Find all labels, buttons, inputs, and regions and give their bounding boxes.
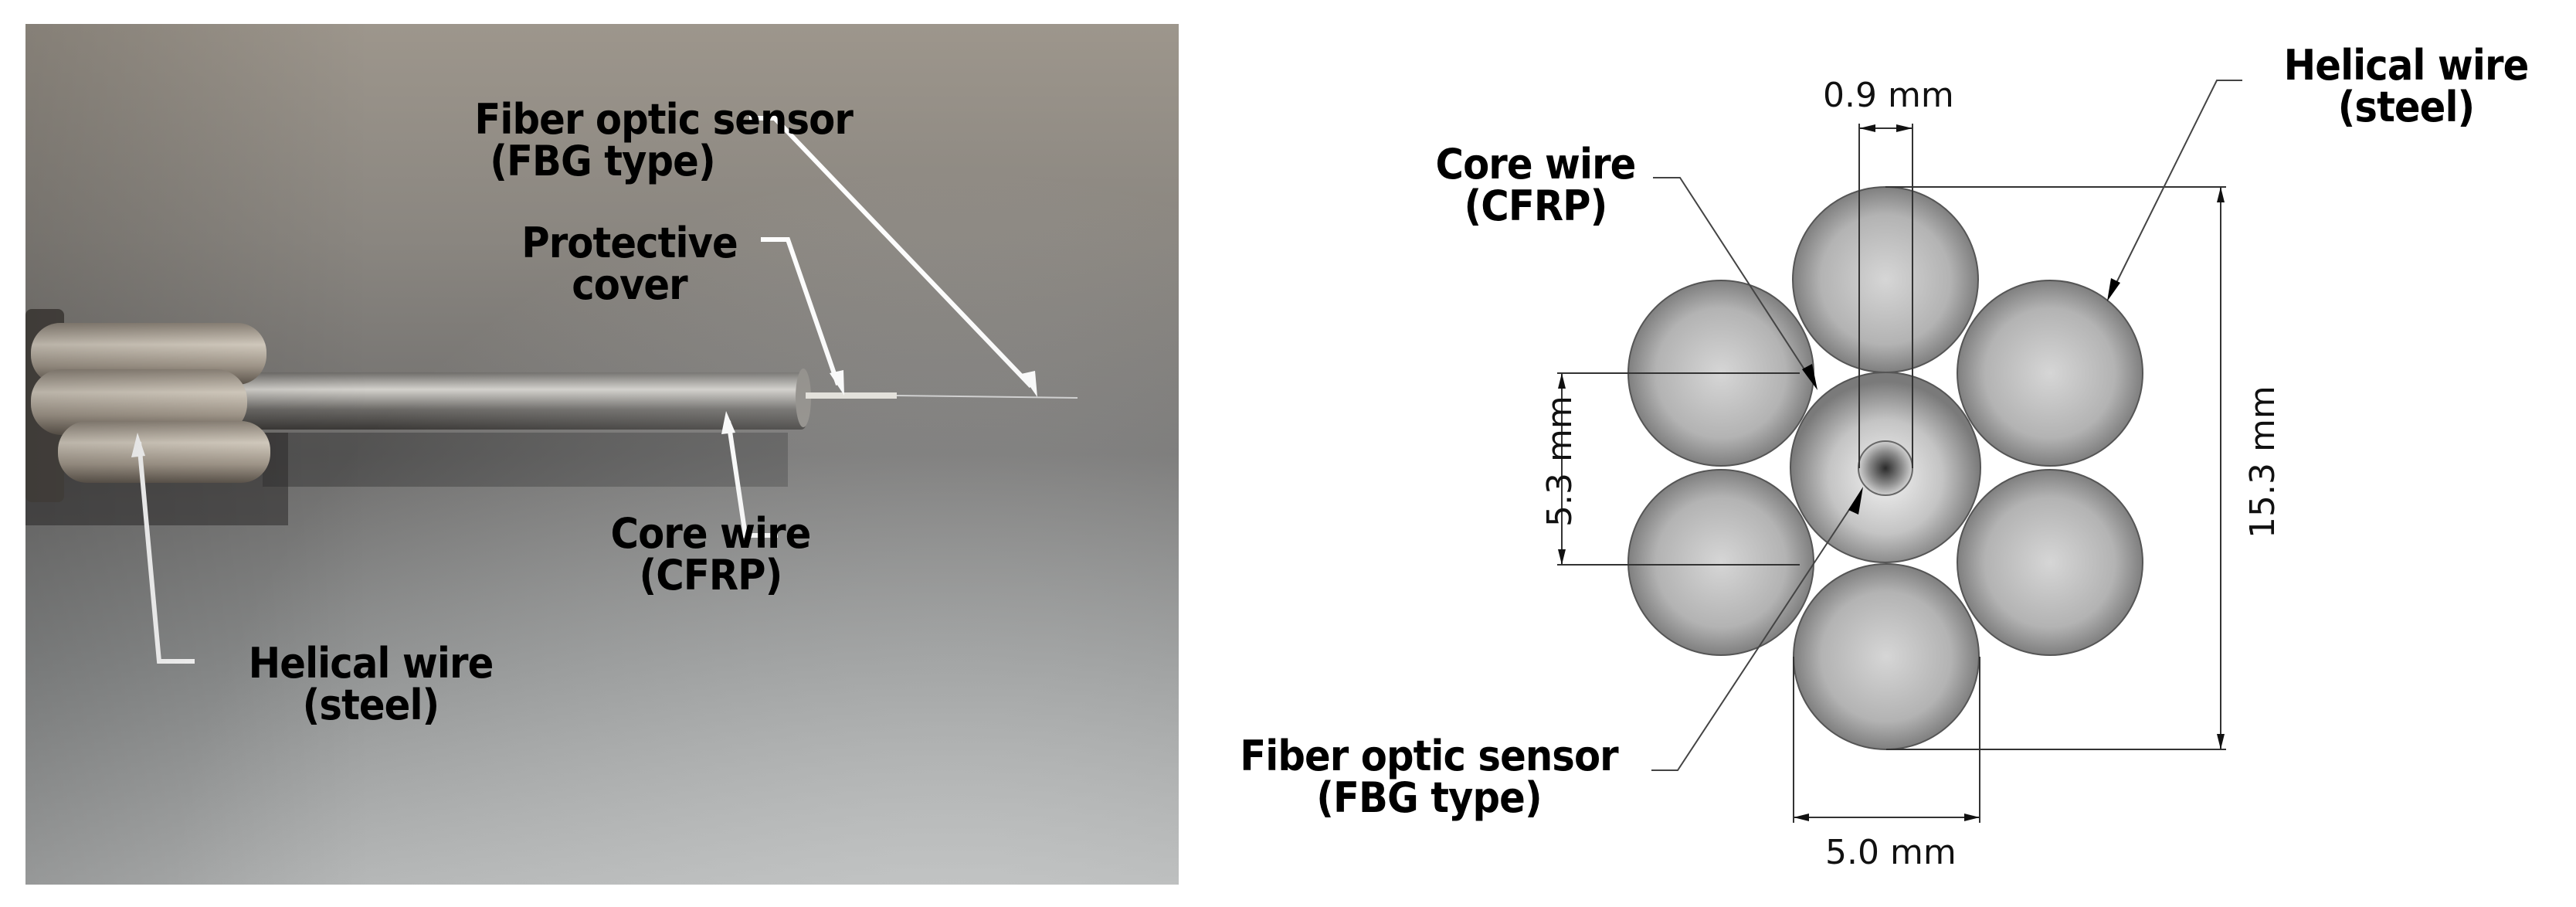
diagram-core-wire-label: Core wire (CFRP) bbox=[1429, 144, 1642, 227]
fiber-leader bbox=[749, 116, 1033, 389]
label-line: (steel) bbox=[302, 681, 440, 729]
fbg-leader bbox=[1651, 494, 1860, 771]
label-line: (FBG type) bbox=[1316, 773, 1542, 822]
helical-wire-leader bbox=[2110, 80, 2242, 294]
arrow-icon bbox=[2217, 187, 2225, 202]
label-line: (CFRP) bbox=[639, 551, 783, 600]
protective-cover bbox=[806, 392, 897, 399]
cable-photo bbox=[25, 24, 1179, 885]
cover-leader bbox=[761, 237, 840, 386]
arrow-icon bbox=[1964, 814, 1980, 821]
label-line: (CFRP) bbox=[1464, 182, 1608, 230]
helical-wire-lower-left bbox=[1627, 469, 1814, 656]
label-line: Core wire bbox=[1435, 140, 1637, 189]
fiber-arrowhead bbox=[1021, 371, 1037, 397]
cross-section-diagram bbox=[1205, 0, 2576, 907]
helical-wire-bottom bbox=[1793, 563, 1980, 750]
arrow-icon bbox=[1794, 814, 1809, 821]
helical-strand-bottom bbox=[58, 421, 270, 483]
photo-core-wire-label: Core wire (CFRP) bbox=[597, 513, 824, 596]
fiber bbox=[896, 395, 1078, 399]
helical-arrowhead bbox=[131, 433, 145, 457]
photo-protective-cover-label: Protective cover bbox=[516, 223, 743, 306]
label-line: Fiber optic sensor bbox=[1240, 732, 1618, 780]
cross-section-drawing bbox=[1557, 80, 2242, 823]
core-rod-end bbox=[796, 369, 811, 427]
helical-wire-top bbox=[1792, 186, 1979, 373]
helical-leader bbox=[137, 441, 195, 664]
cable-photo-drawing bbox=[25, 116, 1078, 664]
label-line: Helical wire bbox=[2283, 41, 2530, 90]
photo-fiber-label: Fiber optic sensor (FBG type) bbox=[474, 95, 853, 185]
label-line: (FBG type) bbox=[490, 137, 715, 185]
arrow-icon bbox=[1558, 373, 1566, 389]
rod-shadow bbox=[263, 433, 788, 487]
arrow-icon bbox=[1558, 549, 1566, 565]
helical-wire-lower-right bbox=[1957, 469, 2143, 656]
label-line: (steel) bbox=[2337, 83, 2476, 131]
dim-label-wire-diameter: 5.0 mm bbox=[1825, 833, 1957, 872]
core-arrowhead bbox=[1802, 364, 1817, 390]
dim-label-fiber-width: 0.9 mm bbox=[1823, 76, 1954, 115]
dim-label-overall-height: 15.3 mm bbox=[2243, 386, 2282, 538]
arrow-icon bbox=[1896, 124, 1912, 132]
dim-label-pitch: 5.3 mm bbox=[1540, 396, 1580, 527]
helical-wire-upper-right bbox=[1957, 280, 2143, 467]
core-rod bbox=[236, 372, 806, 430]
diagram-fiber-sensor-label: Fiber optic sensor (FBG type) bbox=[1230, 735, 1627, 819]
fbg-sensor bbox=[1858, 440, 1913, 496]
label-line: Helical wire bbox=[248, 639, 494, 688]
label-line: cover bbox=[572, 260, 687, 309]
helical-strand-middle bbox=[31, 369, 247, 435]
core-arrowhead bbox=[721, 411, 735, 434]
core-leader bbox=[726, 420, 778, 538]
photo-helical-wire-label: Helical wire (steel) bbox=[243, 643, 498, 726]
label-line: Fiber optic sensor bbox=[474, 95, 853, 144]
fbg-arrowhead bbox=[1848, 487, 1863, 515]
arrow-icon bbox=[2217, 734, 2225, 749]
arrow-icon bbox=[1859, 124, 1875, 132]
label-line: Core wire bbox=[610, 509, 812, 558]
core-wire-leader bbox=[1653, 177, 1814, 383]
cover-arrowhead bbox=[830, 370, 844, 396]
label-line: Protective bbox=[521, 219, 738, 267]
helical-arrowhead bbox=[2107, 278, 2120, 301]
diagram-helical-wire-label: Helical wire (steel) bbox=[2257, 45, 2555, 128]
